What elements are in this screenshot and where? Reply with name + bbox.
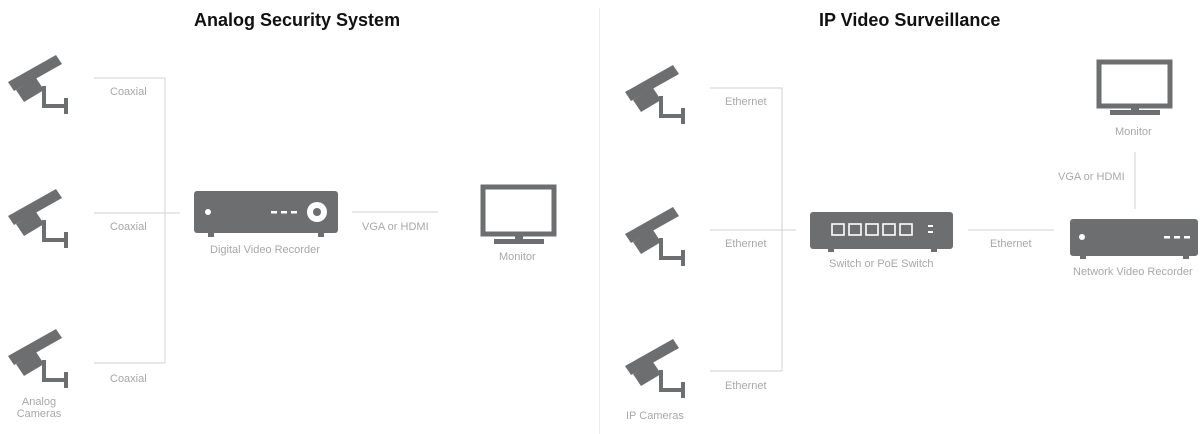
monitor-icon xyxy=(1096,59,1173,115)
analog-title: Analog Security System xyxy=(194,10,401,30)
dvr-label: Digital Video Recorder xyxy=(210,244,320,256)
coaxial-label: Coaxial xyxy=(110,373,147,385)
coaxial-lines xyxy=(94,77,438,364)
ip-cameras-label: IP Cameras xyxy=(626,410,684,422)
ethernet-lines xyxy=(710,87,1136,372)
vga-hdmi-label: VGA or HDMI xyxy=(1058,171,1125,183)
camera-icon xyxy=(8,189,68,248)
vga-hdmi-label: VGA or HDMI xyxy=(362,221,429,233)
monitor-label: Monitor xyxy=(499,251,536,263)
analog-cameras-line2: Cameras xyxy=(16,408,62,420)
ip-title: IP Video Surveillance xyxy=(819,10,1001,30)
ethernet-label: Ethernet xyxy=(725,96,767,108)
ethernet-label: Ethernet xyxy=(725,238,767,250)
analog-cameras-label: Analog Cameras xyxy=(14,396,64,420)
camera-icon xyxy=(625,207,685,266)
ethernet-label: Ethernet xyxy=(725,380,767,392)
section-divider xyxy=(599,8,600,434)
switch-icon xyxy=(810,212,953,252)
camera-icon xyxy=(8,329,68,388)
monitor-label: Monitor xyxy=(1115,126,1152,138)
switch-label: Switch or PoE Switch xyxy=(829,258,934,270)
camera-icon xyxy=(625,65,685,124)
coaxial-label: Coaxial xyxy=(110,86,147,98)
ethernet-label: Ethernet xyxy=(990,238,1032,250)
nvr-icon xyxy=(1070,219,1198,259)
camera-icon xyxy=(8,55,68,114)
coaxial-label: Coaxial xyxy=(110,221,147,233)
monitor-icon xyxy=(480,184,557,244)
nvr-label: Network Video Recorder xyxy=(1073,266,1193,278)
camera-icon xyxy=(625,339,685,398)
dvr-icon xyxy=(194,191,338,237)
analog-cameras-line1: Analog xyxy=(21,396,57,408)
